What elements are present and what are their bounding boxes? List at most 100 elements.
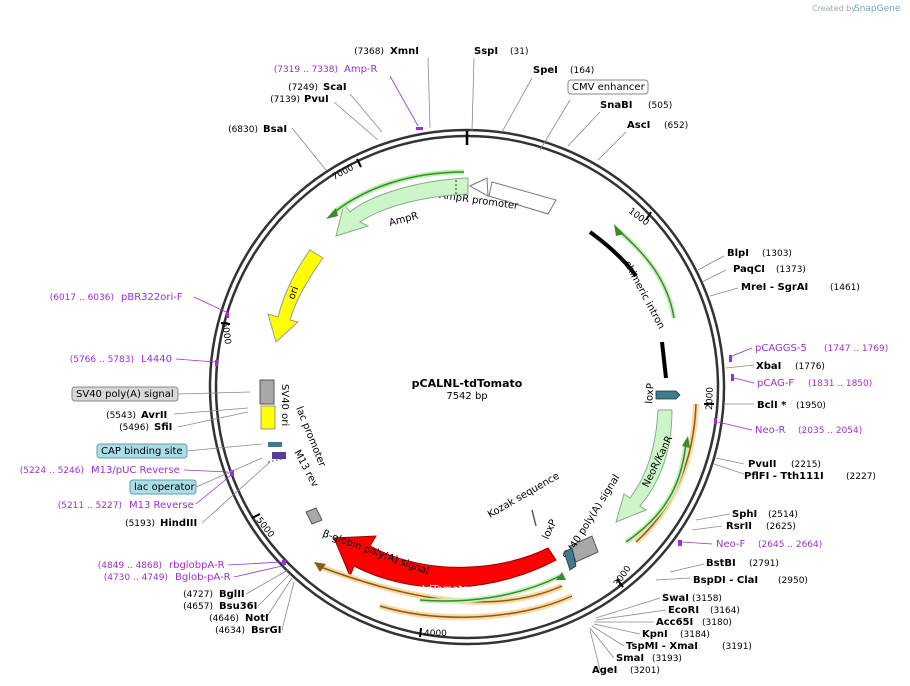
ori-arrow — [267, 249, 324, 343]
ori-label: ori — [286, 285, 301, 301]
loxp-2-label: loxP — [541, 518, 560, 541]
pvui-pos: (7139) — [270, 95, 300, 105]
tspmi-xmai-pos: (3191) — [722, 642, 752, 652]
paqci-name: PaqCI — [733, 264, 765, 275]
sv40-ori-box — [260, 405, 276, 430]
bsu36i-name: Bsu36I — [219, 601, 257, 612]
pcag-f-pos: (1831 .. 1850) — [808, 379, 872, 389]
asci-name: AscI — [627, 120, 650, 131]
lac-operator-label: lac operator — [134, 482, 195, 493]
backbone-outer — [208, 128, 726, 646]
acc65i-pos: (3180) — [702, 618, 732, 628]
bglii-pos: (4727) — [183, 590, 213, 600]
sfii-name: SfiI — [154, 422, 172, 433]
smai-name: SmaI — [616, 653, 644, 664]
ampr-promoter-arrow — [488, 181, 557, 215]
pcag-f-name: pCAG-F — [757, 378, 794, 389]
loxp-1-label: loxP — [644, 383, 657, 404]
blpi-name: BlpI — [727, 248, 749, 259]
bspdi-clai-pos: (2950) — [778, 576, 808, 586]
sv40-polya-left-box — [259, 379, 275, 405]
kb-ticks — [220, 158, 714, 638]
plasmid-name: pCALNL-tdTomato — [412, 377, 523, 390]
noti-pos: (4646) — [209, 614, 239, 624]
smai-pos: (3193) — [652, 654, 682, 664]
pvuii-pos: (2215) — [791, 460, 821, 470]
bstbi-name: BstBI — [706, 558, 736, 569]
neo-f-name: Neo-F — [716, 539, 746, 550]
tick-2000: 2000 — [705, 387, 716, 411]
blpi-pos: (1303) — [762, 249, 792, 259]
xmni-name: XmnI — [390, 46, 419, 57]
tick-1000: 1000 — [626, 206, 651, 228]
pcaggs-5-name: pCAGGS-5 — [755, 343, 807, 354]
bspdi-clai-name: BspDI - ClaI — [693, 575, 758, 586]
hindiii-pos: (5193) — [125, 519, 155, 529]
ampr-primer-name: Amp-R — [344, 64, 378, 75]
cmv-enhancer-label: CMV enhancer — [572, 82, 646, 93]
pcaggs-5-pos: (1747 .. 1769) — [824, 344, 888, 354]
primer-leader-lines — [175, 75, 755, 578]
avrii-name: AvrII — [141, 410, 167, 421]
swai-pos: (3158) — [692, 594, 722, 604]
cap-binding-site-label: CAP binding site — [101, 446, 183, 457]
bsai-name: BsaI — [263, 124, 287, 135]
sv40-polya-boxed-label: SV40 poly(A) signal — [76, 389, 174, 400]
acc65i-name: Acc65I — [656, 617, 693, 628]
mrei-sgrai-pos: (1461) — [830, 283, 860, 293]
snabi-pos: (505) — [648, 101, 672, 111]
spei-pos: (164) — [570, 66, 594, 76]
m13-mark — [267, 457, 287, 463]
pflfi-tth111i-pos: (2227) — [846, 472, 876, 482]
cap-binding-mark — [268, 442, 282, 447]
scai-pos: (7249) — [288, 83, 318, 93]
bcli-pos: (1950) — [796, 401, 826, 411]
bcli-name: BclI * — [757, 400, 787, 411]
cmv-enhancer-box — [567, 79, 649, 95]
chimeric-intron-bar — [588, 230, 638, 278]
sspi-name: SspI — [474, 46, 498, 57]
chimeric-intron-label: chimeric intron — [621, 259, 666, 331]
l4440-name: L4440 — [141, 354, 172, 365]
tspmi-xmai-name: TspMI - XmaI — [626, 641, 698, 652]
m13-reverse-pos: (5211 .. 5227) — [58, 501, 122, 511]
rsrii-name: RsrII — [726, 521, 752, 532]
tdtomato-orf2-head — [314, 562, 326, 572]
lac-operator-box — [129, 479, 197, 495]
loxp-2-box — [563, 547, 577, 571]
ecori-name: EcoRI — [668, 605, 699, 616]
pvui-name: PvuI — [304, 94, 329, 105]
bsu36i-pos: (4657) — [183, 602, 213, 612]
rsrii-pos: (2625) — [766, 522, 796, 532]
bsai-pos: (6830) — [228, 125, 258, 135]
swai-name: SwaI — [662, 593, 689, 604]
ampr-label: AmpR — [388, 211, 420, 229]
tdtomato-green-head — [556, 572, 566, 580]
neor-green-line — [625, 441, 687, 543]
ampr-promoter-tip — [468, 177, 489, 197]
hindiii-name: HindIII — [160, 518, 197, 529]
xbai-name: XbaI — [756, 361, 781, 372]
neor-green-head — [682, 436, 690, 448]
sspi-pos: (31) — [510, 47, 528, 57]
agei-name: AgeI — [592, 665, 617, 676]
kpni-name: KpnI — [642, 629, 668, 640]
rbglobpa-r-name: rbglobpA-R — [169, 560, 225, 571]
rbglobpa-r-pos: (4849 .. 4868) — [98, 561, 162, 571]
ampr-orf-head — [326, 208, 338, 219]
bsrgi-name: BsrGI — [251, 625, 281, 636]
pvuii-name: PvuII — [748, 459, 776, 470]
kozak-mark — [531, 509, 537, 527]
chimeric-intron-orf-head — [614, 224, 624, 236]
ecori-pos: (3164) — [710, 606, 740, 616]
primer-marks — [215, 127, 734, 565]
sv40-polya-boxed — [71, 386, 179, 402]
tdtomato-arrow — [333, 535, 557, 588]
sv40-ori-label: SV40 ori — [279, 384, 290, 426]
scai-name: ScaI — [323, 82, 347, 93]
bglii-name: BglII — [219, 589, 245, 600]
sfii-pos: (5496) — [119, 423, 149, 433]
sphi-name: SphI — [732, 509, 757, 520]
xmni-pos: (7368) — [354, 47, 384, 57]
